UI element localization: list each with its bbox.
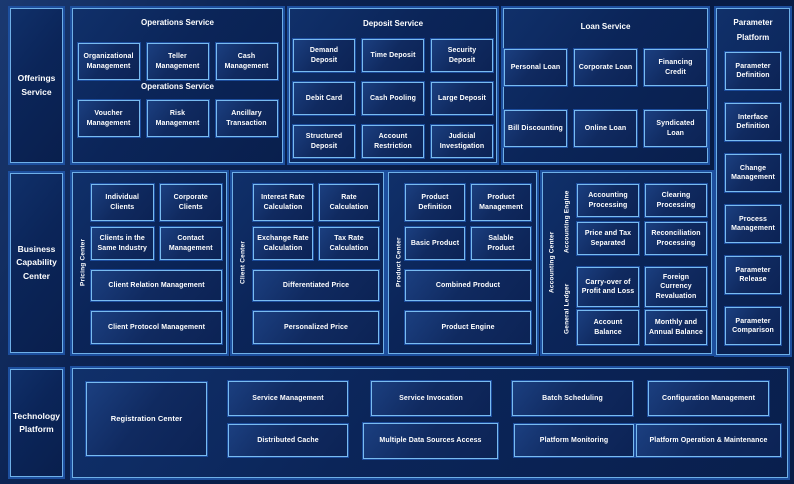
loan-service-title: Loan Service xyxy=(580,22,631,31)
service-box: Exchange Rate Calculation xyxy=(253,227,313,260)
service-box: Differentiated Price xyxy=(253,270,379,301)
service-box: Product Definition xyxy=(405,184,465,221)
service-box: Parameter Release xyxy=(725,256,781,295)
operations-service-title: Operations Service xyxy=(141,18,214,27)
operations-row-2: Voucher Management Risk Management Ancil… xyxy=(77,100,278,137)
service-box: Large Deposit xyxy=(431,82,493,115)
service-box: Carry-over of Profit and Loss xyxy=(577,267,639,307)
service-box: Personal Loan xyxy=(504,49,567,86)
technology-platform-band-label: Technology Platform xyxy=(10,369,63,477)
service-box: Corporate Clients xyxy=(159,184,222,221)
pricing-center-side-label: Pricing Center xyxy=(79,238,87,287)
loan-row-1: Personal Loan Corporate Loan Financing C… xyxy=(504,49,707,86)
service-box: Basic Product xyxy=(405,227,465,260)
service-box: Online Loan xyxy=(574,110,637,147)
service-box: Platform Operation & Maintenance xyxy=(636,424,781,457)
service-box: Teller Management xyxy=(146,43,209,80)
loan-row-2: Bill Discounting Online Loan Syndicated … xyxy=(504,110,707,147)
service-box: Security Deposit xyxy=(431,39,493,72)
client-center-side-label: Client Center xyxy=(239,240,247,285)
pricing-center-panel: Pricing Center Individual Clients Corpor… xyxy=(72,172,227,354)
service-box: Demand Deposit xyxy=(293,39,355,72)
service-box: Syndicated Loan xyxy=(644,110,707,147)
service-box: Debit Card xyxy=(293,82,355,115)
service-box: Personalized Price xyxy=(253,311,379,344)
service-box: Account Balance xyxy=(577,310,639,345)
operations-row-1: Organizational Management Teller Managem… xyxy=(77,43,278,80)
accounting-center-panel: Accounting Center Accounting Engine Gene… xyxy=(542,172,712,354)
service-box: Organizational Management xyxy=(77,43,140,80)
service-box: Structured Deposit xyxy=(293,125,355,158)
service-box: Combined Product xyxy=(405,270,531,301)
service-box: Platform Monitoring xyxy=(514,424,634,457)
service-box: Accounting Processing xyxy=(577,184,639,217)
service-box: Client Protocol Management xyxy=(91,311,222,344)
parameter-platform-panel: Parameter Platform Parameter Definition … xyxy=(716,8,790,355)
service-box: Judicial Investigation xyxy=(431,125,493,158)
service-box: Contact Management xyxy=(159,227,222,260)
service-box: Salable Product xyxy=(471,227,531,260)
deposit-service-panel: Deposit Service Demand Deposit Time Depo… xyxy=(289,8,497,163)
deposit-row-3: Structured Deposit Account Restriction J… xyxy=(293,125,493,158)
service-box: Reconciliation Processing xyxy=(645,222,707,255)
general-ledger-side-label: General Ledger xyxy=(563,283,571,335)
service-box: Batch Scheduling xyxy=(512,381,633,416)
service-box: Corporate Loan xyxy=(574,49,637,86)
service-box: Rate Calculation xyxy=(319,184,379,221)
accounting-center-grid: Accounting Processing Clearing Processin… xyxy=(577,184,707,345)
service-box: Bill Discounting xyxy=(504,110,567,147)
product-center-grid: Product Definition Product Management Ba… xyxy=(405,184,531,344)
service-box: Voucher Management xyxy=(77,100,140,137)
service-box: Interface Definition xyxy=(725,103,781,142)
service-box: Configuration Management xyxy=(648,381,769,416)
service-box: Registration Center xyxy=(86,382,207,456)
service-box: Price and Tax Separated xyxy=(577,222,639,255)
service-box: Foreign Currency Revaluation xyxy=(645,267,707,307)
product-center-panel: Product Center Product Definition Produc… xyxy=(388,172,537,354)
service-box: Interest Rate Calculation xyxy=(253,184,313,221)
technology-platform-panel: Registration Center Service Management S… xyxy=(72,368,788,478)
service-box: Clearing Processing xyxy=(645,184,707,217)
service-box: Client Relation Management xyxy=(91,270,222,301)
service-box: Ancillary Transaction xyxy=(215,100,278,137)
deposit-service-title: Deposit Service xyxy=(362,19,424,28)
service-box: Parameter Comparison xyxy=(725,307,781,346)
service-box: Product Management xyxy=(471,184,531,221)
service-box: Account Restriction xyxy=(362,125,424,158)
service-box: Distributed Cache xyxy=(228,424,348,457)
offerings-service-band-label: Offerings Service xyxy=(10,8,63,163)
service-box: Time Deposit xyxy=(362,39,424,72)
service-box: Tax Rate Calculation xyxy=(319,227,379,260)
accounting-engine-side-label: Accounting Engine xyxy=(563,190,571,253)
service-box: Financing Credit xyxy=(644,49,707,86)
service-box: Multiple Data Sources Access xyxy=(363,423,498,459)
service-box: Cash Pooling xyxy=(362,82,424,115)
parameter-platform-title: Parameter Platform xyxy=(733,18,773,43)
service-box: Parameter Definition xyxy=(725,52,781,91)
service-box: Service Management xyxy=(228,381,348,416)
deposit-row-2: Debit Card Cash Pooling Large Deposit xyxy=(293,82,493,115)
service-box: Service Invocation xyxy=(371,381,491,416)
loan-service-panel: Loan Service Personal Loan Corporate Loa… xyxy=(503,8,708,163)
service-box: Individual Clients xyxy=(91,184,154,221)
client-center-grid: Interest Rate Calculation Rate Calculati… xyxy=(253,184,379,344)
operations-service-subtitle: Operations Service xyxy=(141,82,214,91)
product-center-side-label: Product Center xyxy=(395,237,403,288)
deposit-row-1: Demand Deposit Time Deposit Security Dep… xyxy=(293,39,493,72)
service-box: Change Management xyxy=(725,154,781,193)
business-capability-band-label: Business Capability Center xyxy=(10,173,63,353)
operations-service-panel: Operations Service Organizational Manage… xyxy=(72,8,283,163)
service-box: Product Engine xyxy=(405,311,531,344)
service-box: Monthly and Annual Balance xyxy=(645,310,707,345)
accounting-center-side-label: Accounting Center xyxy=(548,231,556,294)
service-box: Clients in the Same Industry xyxy=(91,227,154,260)
pricing-center-grid: Individual Clients Corporate Clients Cli… xyxy=(91,184,222,344)
service-box: Process Management xyxy=(725,205,781,244)
service-box: Cash Management xyxy=(215,43,278,80)
service-box: Risk Management xyxy=(146,100,209,137)
client-center-panel: Client Center Interest Rate Calculation … xyxy=(232,172,384,354)
